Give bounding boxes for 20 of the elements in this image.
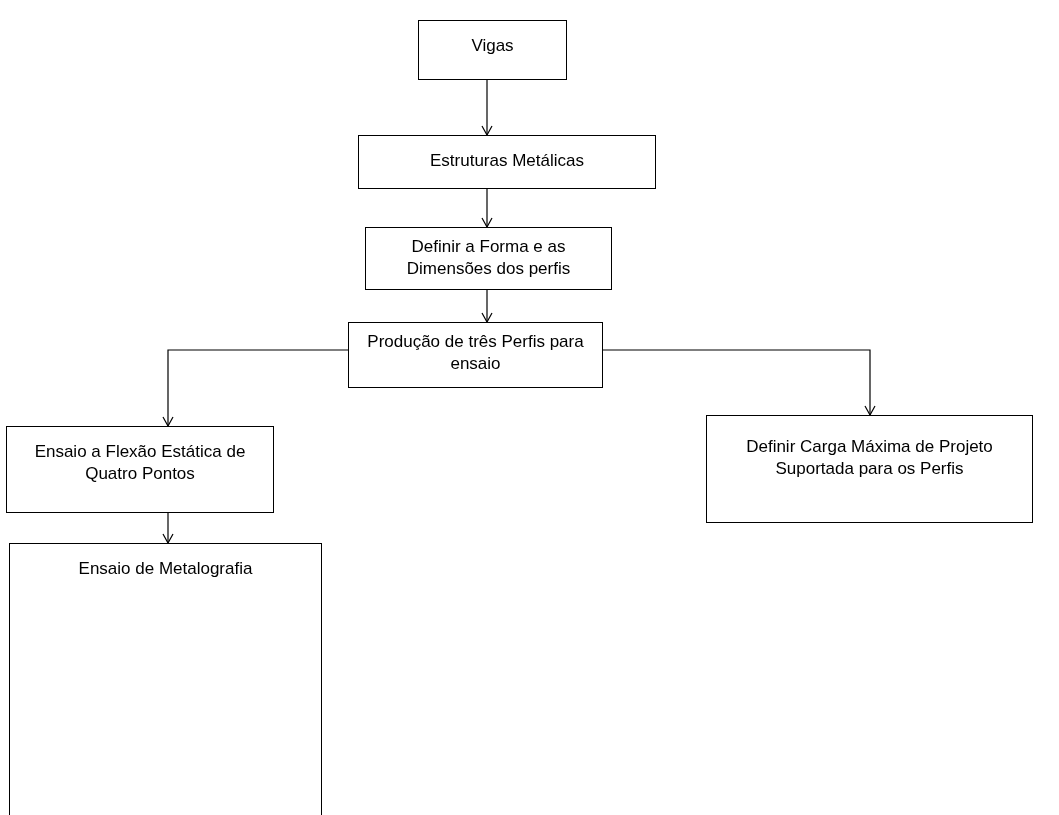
process-box (348, 322, 603, 388)
process-box (9, 543, 322, 815)
box-label: Estruturas Metálicas (430, 150, 584, 172)
arrow (162, 349, 349, 427)
process-box (706, 415, 1033, 523)
process-box (418, 20, 567, 80)
arrow (602, 349, 876, 416)
box-label: Ensaio de Metalografia (78, 558, 253, 580)
box-label: Ensaio a Flexão Estática de Quatro Pontos (33, 441, 247, 485)
process-box (358, 135, 656, 189)
arrow (162, 512, 174, 544)
process-box (365, 227, 612, 290)
box-label: Produção de três Perfis para ensaio (366, 331, 585, 375)
process-box (6, 426, 274, 513)
box-label: Vigas (471, 35, 514, 57)
arrow (481, 79, 493, 136)
box-label: Definir Carga Máxima de Projeto Suportada para os Perfis (745, 436, 994, 480)
arrow (481, 188, 493, 228)
box-label: Definir a Forma e as Dimensões dos perfis (405, 236, 572, 280)
arrow (481, 289, 493, 323)
